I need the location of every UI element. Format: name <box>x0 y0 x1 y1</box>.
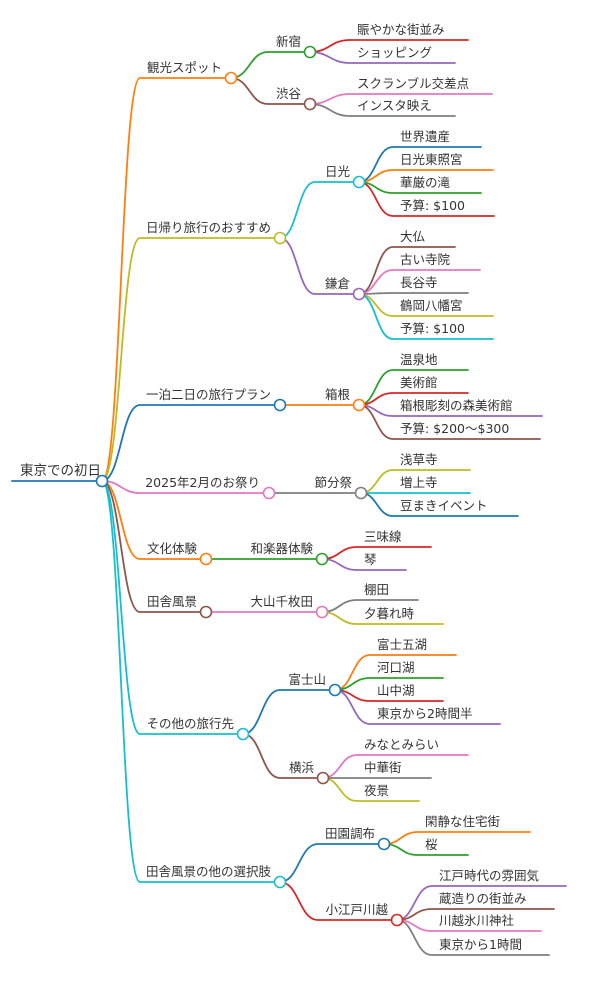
leaf-label: 山中湖 <box>377 683 415 698</box>
leaf-label: 鶴岡八幡宮 <box>400 298 463 313</box>
nodes-layer <box>95 45 404 927</box>
leaf-label: 東京から2時間半 <box>377 706 472 721</box>
topic-node-circle <box>352 175 366 189</box>
branch-edge <box>101 480 207 613</box>
branch-label: 田舎風景 <box>147 594 197 609</box>
leaf-label: 夕暮れ時 <box>364 606 415 621</box>
leaf-label: 棚田 <box>364 582 389 597</box>
leaf-label: 東京から1時間 <box>439 937 522 952</box>
branch-node-circle <box>199 552 213 566</box>
branch-node-circle <box>273 398 287 412</box>
branch-node-circle <box>224 71 238 85</box>
leaf-label: 古い寺院 <box>400 252 451 267</box>
leaf-label: 大仏 <box>400 229 426 244</box>
topic-node-circle <box>377 837 391 851</box>
leaf-label: 桜 <box>425 837 438 852</box>
topic-label: 大山千枚田 <box>250 594 313 609</box>
leaf-label: 予算: $200〜$300 <box>400 421 509 436</box>
root-label: 東京での初日 <box>20 462 101 479</box>
leaf-label: ショッピング <box>357 45 432 60</box>
leaf-label: インスタ映え <box>357 98 432 113</box>
leaf-label: 川越氷川神社 <box>439 913 514 928</box>
branch-label: 田舎風景の他の選択肢 <box>146 864 272 879</box>
topic-edge <box>242 689 336 735</box>
leaf-label: 世界遺産 <box>400 129 450 144</box>
branch-label: 2025年2月のお祭り <box>145 475 260 490</box>
branch-label: 文化体験 <box>147 541 198 556</box>
leaf-label: スクランブル交差点 <box>357 76 469 91</box>
topic-node-circle <box>354 486 368 500</box>
branch-edge <box>101 480 244 735</box>
leaf-label: 江戸時代の雰囲気 <box>439 868 539 883</box>
leaf-label: 琴 <box>364 552 377 567</box>
topic-label: 新宿 <box>276 34 301 49</box>
leaf-label: 閑静な住宅街 <box>425 814 500 829</box>
leaf-label: 日光東照宮 <box>400 152 463 167</box>
leaf-label: 豆まきイベント <box>400 498 488 513</box>
leaf-label: 富士五湖 <box>377 637 427 652</box>
topic-label: 日光 <box>325 164 350 179</box>
topic-node-circle <box>303 45 317 59</box>
topic-node-circle <box>315 605 329 619</box>
leaf-label: 予算: $100 <box>400 321 465 336</box>
branch-node-circle <box>236 727 250 741</box>
topic-node-circle <box>315 552 329 566</box>
topic-edge <box>279 843 385 883</box>
root-node-circle <box>95 474 109 488</box>
leaf-label: 予算: $100 <box>400 198 465 213</box>
leaf-label: 美術館 <box>400 375 438 390</box>
topic-node-circle <box>303 97 317 111</box>
leaf-label: 箱根彫刻の森美術館 <box>400 398 513 413</box>
topic-edge <box>230 51 311 79</box>
leaf-label: 賑やかな街並み <box>357 22 445 37</box>
leaf-label: 中華街 <box>364 760 402 775</box>
topic-label: 鎌倉 <box>325 276 351 291</box>
leaf-label: 温泉地 <box>400 352 438 367</box>
topic-node-circle <box>352 287 366 301</box>
branch-label: その他の旅行先 <box>146 716 234 731</box>
topic-node-circle <box>328 683 342 697</box>
topic-edge <box>279 181 360 239</box>
topic-label: 和楽器体験 <box>250 541 313 556</box>
leaf-label: 浅草寺 <box>400 452 438 467</box>
topic-label: 箱根 <box>325 387 351 402</box>
leaf-label: 蔵造りの街並み <box>439 891 527 906</box>
topic-label: 富士山 <box>288 672 326 687</box>
topic-label: 田園調布 <box>325 826 375 841</box>
branch-edge <box>101 480 207 560</box>
branch-node-circle <box>273 231 287 245</box>
leaf-label: 長谷寺 <box>400 275 438 290</box>
branch-edge <box>101 404 281 482</box>
branch-node-circle <box>262 486 276 500</box>
leaf-label: 夜景 <box>364 783 389 798</box>
leaf-edge <box>358 292 469 295</box>
branch-node-circle <box>273 875 287 889</box>
leaf-label: 河口湖 <box>377 660 415 675</box>
branch-label: 観光スポット <box>147 60 222 75</box>
topic-label: 渋谷 <box>276 86 302 101</box>
topic-label: 節分祭 <box>314 475 352 490</box>
leaf-label: 華厳の滝 <box>400 175 451 190</box>
branch-label: 一泊二日の旅行プラン <box>146 387 271 402</box>
topic-node-circle <box>390 913 404 927</box>
branch-edge <box>101 77 232 482</box>
leaf-label: 増上寺 <box>400 475 438 490</box>
topic-node-circle <box>352 398 366 412</box>
leaf-label: 三味線 <box>364 529 402 544</box>
topic-label: 横浜 <box>289 760 314 775</box>
branch-label: 日帰り旅行のおすすめ <box>146 220 271 235</box>
topic-label: 小江戸川越 <box>325 902 388 917</box>
branch-edge <box>101 480 281 883</box>
branch-node-circle <box>199 605 213 619</box>
topic-node-circle <box>316 771 330 785</box>
branch-edge <box>101 237 281 482</box>
leaf-label: みなとみらい <box>364 737 439 752</box>
leaf-edge <box>383 831 531 845</box>
